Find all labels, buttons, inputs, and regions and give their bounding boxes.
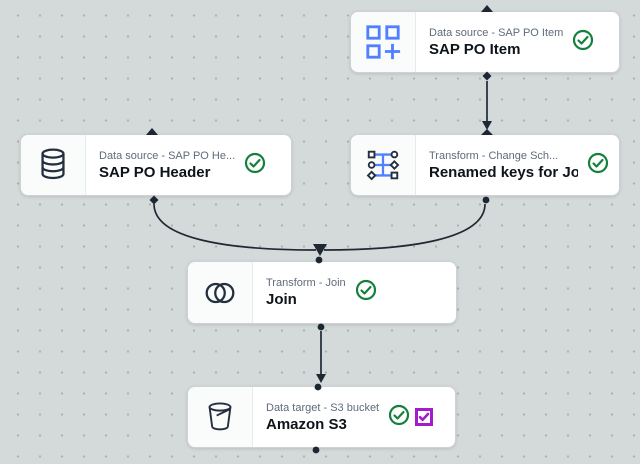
node-join[interactable]: Transform - Join Join <box>187 261 457 324</box>
arrowhead-down-icon <box>316 374 326 383</box>
node-sap-po-item[interactable]: Data source - SAP PO Item SAP PO Item <box>350 11 620 73</box>
success-check-icon <box>244 152 266 179</box>
success-check-icon <box>355 279 377 306</box>
port-bottom-sap-po-header[interactable] <box>149 195 159 205</box>
node-title: Join <box>266 291 297 308</box>
database-icon <box>21 135 86 195</box>
edge-item-to-renamed[interactable] <box>482 81 492 130</box>
node-subtitle: Transform - Join <box>266 277 346 289</box>
node-subtitle: Data target - S3 bucket <box>266 401 380 414</box>
node-subtitle: Data source - SAP PO Item <box>429 26 564 39</box>
edge-join-to-s3[interactable] <box>316 331 326 383</box>
success-check-icon <box>587 152 609 179</box>
node-amazon-s3[interactable]: Data target - S3 bucket Amazon S3 <box>187 386 456 448</box>
node-sap-po-header[interactable]: Data source - SAP PO He... SAP PO Header <box>20 134 292 196</box>
node-subtitle: Data source - SAP PO He... <box>99 149 236 162</box>
change-schema-icon <box>351 135 416 195</box>
node-title: SAP PO Item <box>429 40 521 58</box>
success-check-icon <box>388 404 410 431</box>
node-renamed-keys[interactable]: Transform - Change Sch... Renamed keys f… <box>350 134 620 196</box>
s3-bucket-icon <box>188 387 253 447</box>
arrowhead-down-icon <box>313 244 327 256</box>
edge-renamed-to-join[interactable] <box>313 203 486 256</box>
success-check-icon <box>572 29 594 56</box>
node-title: SAP PO Header <box>99 163 211 181</box>
port-bottom-renamed-keys[interactable] <box>482 196 490 204</box>
join-venn-icon <box>188 262 253 323</box>
node-selected-checkbox[interactable] <box>415 408 434 426</box>
edge-header-to-join[interactable] <box>153 203 317 251</box>
node-subtitle: Transform - Change Sch... <box>429 149 559 162</box>
node-title: Renamed keys for Join <box>429 163 578 181</box>
node-title: Amazon S3 <box>266 415 347 433</box>
connector-grid-icon <box>351 12 416 72</box>
arrowhead-down-icon <box>482 121 492 130</box>
port-bottom-join[interactable] <box>317 323 325 331</box>
